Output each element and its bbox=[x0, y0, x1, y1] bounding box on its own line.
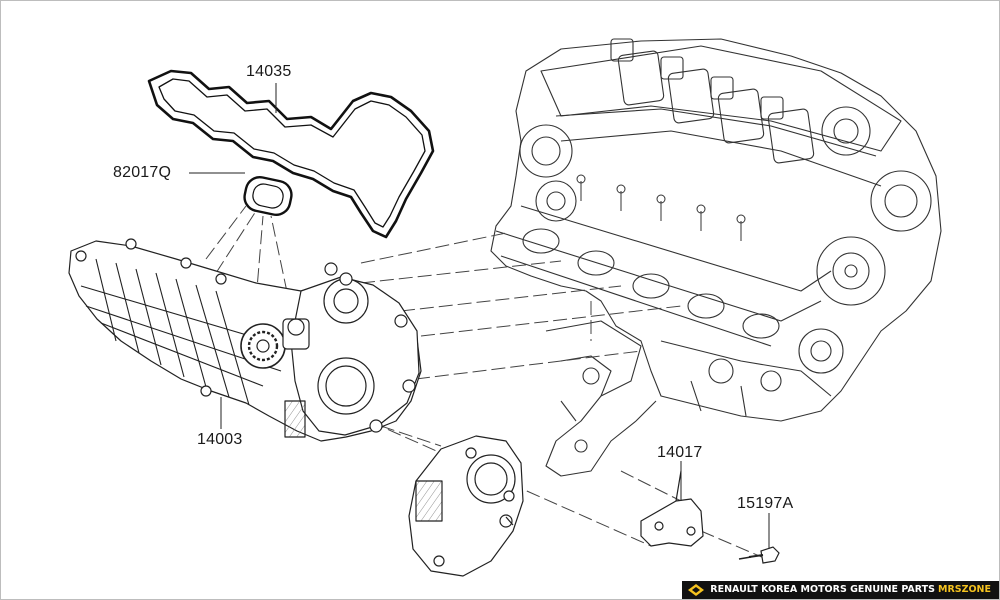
ignition-coil-row bbox=[610, 38, 815, 164]
bolt-15197a bbox=[738, 546, 780, 564]
intake-manifold-14003 bbox=[68, 238, 422, 442]
footer-text: RENAULT KOREA MOTORS GENUINE PARTS bbox=[710, 584, 935, 595]
gasket-14035 bbox=[147, 69, 435, 239]
intake-port-row bbox=[522, 228, 780, 339]
footer-brand: MRSZONE bbox=[937, 584, 991, 595]
callout-14017: 14017 bbox=[657, 444, 703, 461]
diamond-logo-icon bbox=[688, 584, 705, 596]
gasket-82017q bbox=[243, 175, 293, 217]
callout-15197a: 15197A bbox=[737, 495, 794, 512]
callout-14003: 14003 bbox=[197, 431, 243, 448]
callout-82017q: 82017Q bbox=[113, 164, 172, 181]
throttle-body bbox=[408, 435, 524, 577]
callout-14035: 14035 bbox=[246, 63, 292, 80]
engine-block-drawing bbox=[490, 38, 942, 477]
bracket-14017 bbox=[640, 470, 704, 547]
